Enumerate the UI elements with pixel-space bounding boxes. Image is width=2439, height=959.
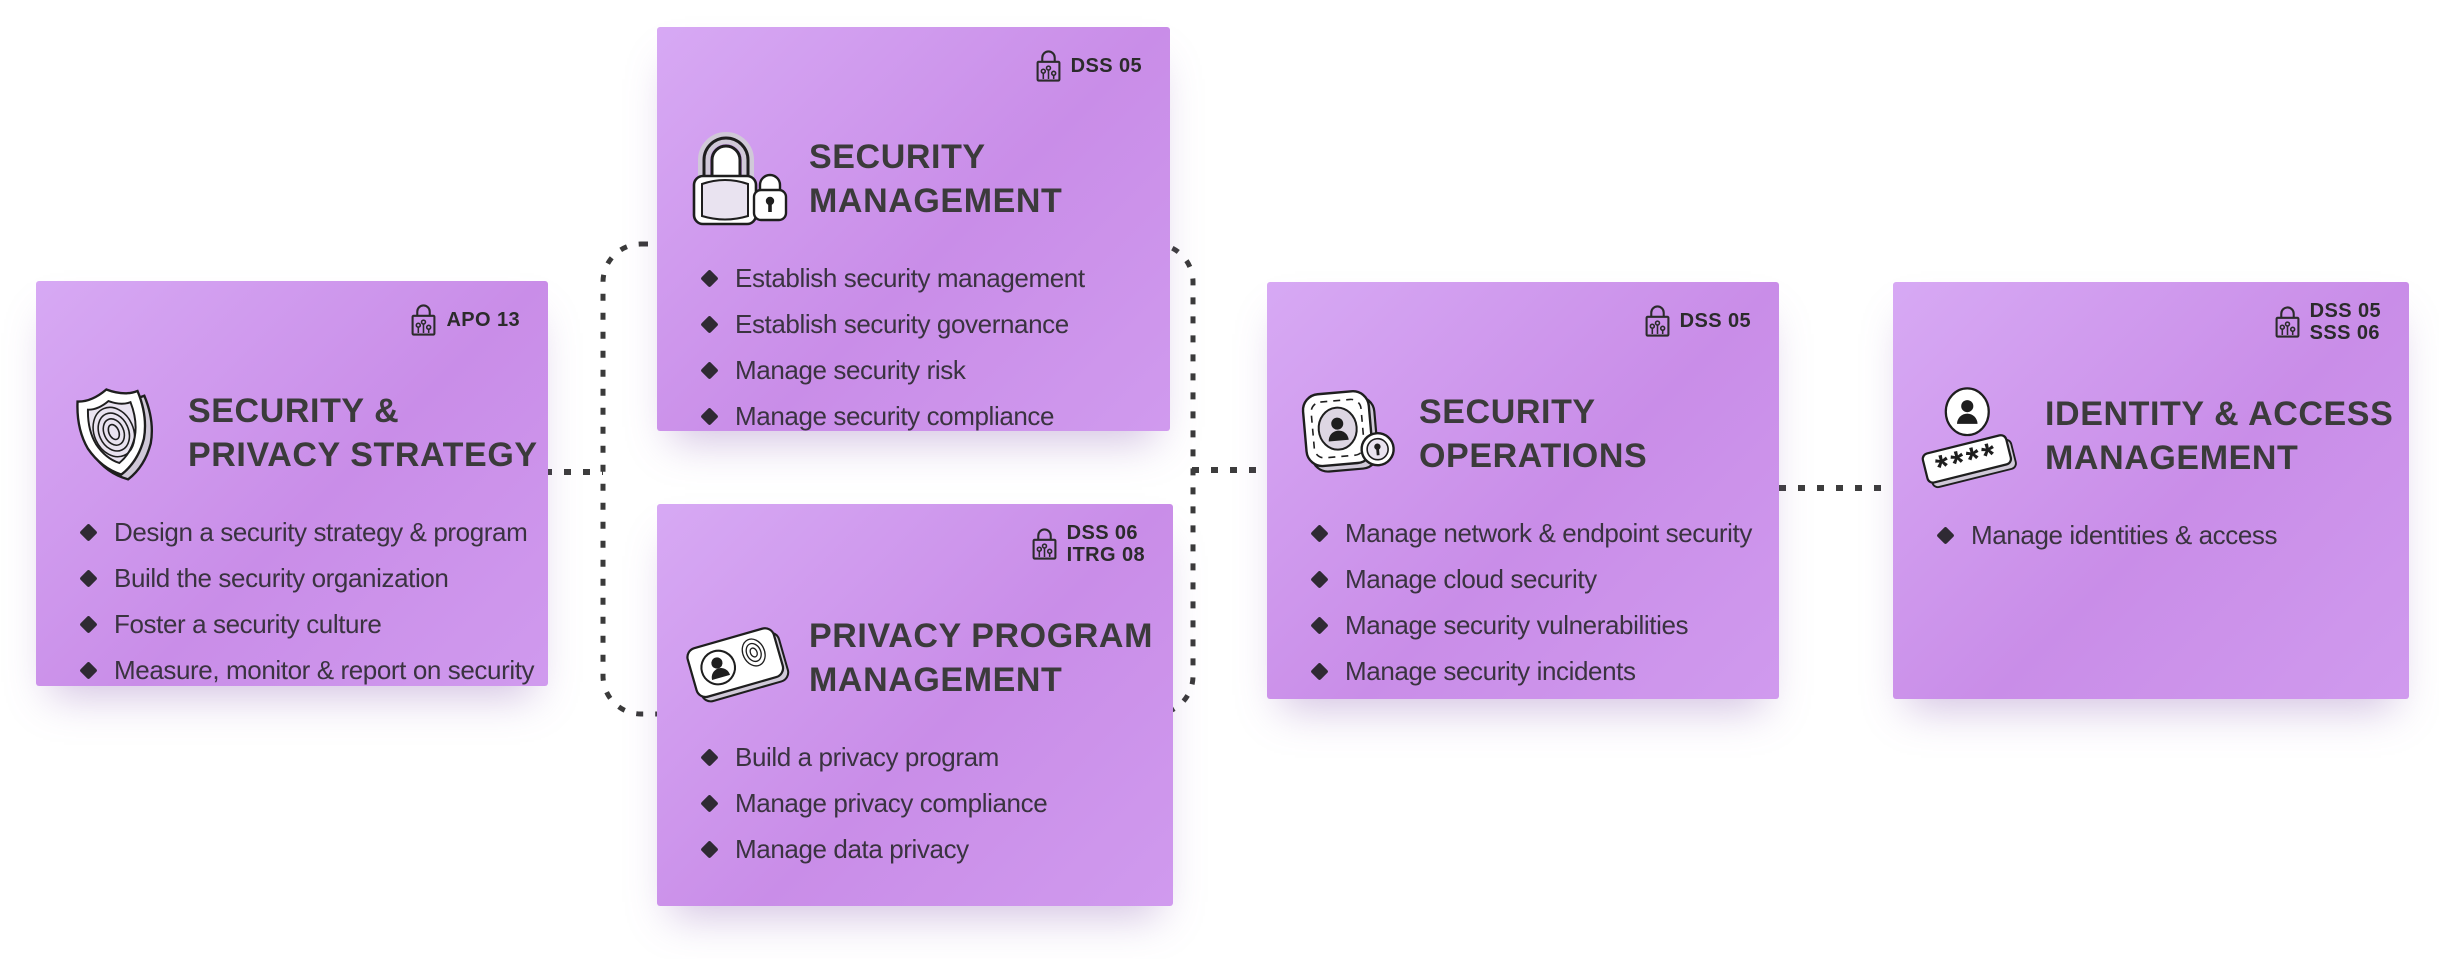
card-privacy-program-management: DSS 06 ITRG 08	[657, 504, 1173, 906]
framework-badge: DSS 05	[657, 45, 1142, 87]
bullet-item: Manage security vulnerabilities	[1310, 610, 1779, 641]
diamond-bullet-icon	[1310, 616, 1329, 635]
bullet-list: Manage identities & access	[1893, 520, 2409, 566]
bullet-item: Manage privacy compliance	[700, 788, 1173, 819]
bullet-item: Manage security compliance	[700, 401, 1170, 432]
diamond-bullet-icon	[700, 748, 719, 767]
lock-circuit-icon	[412, 304, 436, 336]
framework-badge: DSS 06 ITRG 08	[657, 522, 1145, 566]
badge-code: SSS 06	[2309, 322, 2380, 344]
badge-code: DSS 05	[1679, 310, 1751, 332]
badge-code: DSS 05	[2309, 300, 2381, 322]
card-security-operations: DSS 05	[1267, 282, 1779, 699]
user-password-icon: ****	[1915, 381, 2027, 491]
bullet-item: Manage network & endpoint security	[1310, 518, 1779, 549]
card-identity-access-management: DSS 05 SSS 06 **** IDENTITY & ACCES	[1893, 282, 2409, 699]
badge-code: APO 13	[446, 309, 520, 331]
diamond-bullet-icon	[1310, 570, 1329, 589]
diamond-bullet-icon	[700, 315, 719, 334]
padlocks-icon	[679, 124, 791, 234]
card-title: SECURITY OPERATIONS	[1419, 393, 1648, 475]
card-title: IDENTITY & ACCESS MANAGEMENT	[2045, 395, 2394, 477]
connector-strategy-to-group	[545, 469, 603, 475]
lock-circuit-icon	[1032, 528, 1057, 560]
bullet-list: Establish security management Establish …	[657, 263, 1170, 447]
bullet-list: Build a privacy program Manage privacy c…	[657, 742, 1173, 880]
diamond-bullet-icon	[700, 361, 719, 380]
badge-code: ITRG 08	[1066, 544, 1145, 566]
bullet-item: Build a privacy program	[700, 742, 1173, 773]
card-security-management: DSS 05 SECURITY MANAGEMENT	[657, 27, 1170, 431]
diamond-bullet-icon	[700, 794, 719, 813]
bullet-item: Manage security risk	[700, 355, 1170, 386]
bullet-item: Build the security organization	[79, 563, 548, 594]
bullet-item: Design a security strategy & program	[79, 517, 548, 548]
card-title: SECURITY MANAGEMENT	[809, 138, 1063, 220]
bullet-item: Manage data privacy	[700, 834, 1173, 865]
diamond-bullet-icon	[1310, 524, 1329, 543]
diamond-bullet-icon	[79, 569, 98, 588]
shield-fingerprint-icon	[58, 377, 170, 489]
framework-badge: DSS 05 SSS 06	[1893, 300, 2381, 344]
connector-group-to-operations	[1192, 467, 1268, 473]
card-title: SECURITY & PRIVACY STRATEGY	[188, 392, 538, 474]
bullet-item: Establish security management	[700, 263, 1170, 294]
framework-badge: DSS 05	[1267, 300, 1751, 342]
bullet-item: Manage cloud security	[1310, 564, 1779, 595]
diamond-bullet-icon	[1310, 662, 1329, 681]
card-security-privacy-strategy: APO 13	[36, 281, 548, 686]
bullet-list: Manage network & endpoint security Manag…	[1267, 518, 1779, 702]
id-card-fingerprint-icon	[679, 606, 791, 710]
diamond-bullet-icon	[700, 840, 719, 859]
bullet-item: Measure, monitor & report on security	[79, 655, 548, 686]
card-title: PRIVACY PROGRAM MANAGEMENT	[809, 617, 1154, 699]
diamond-bullet-icon	[79, 615, 98, 634]
svg-text:****: ****	[1932, 436, 2003, 487]
lock-circuit-icon	[1036, 50, 1061, 82]
badge-code: DSS 06	[1066, 522, 1138, 544]
user-badge-lock-icon	[1289, 382, 1401, 486]
bullet-item: Foster a security culture	[79, 609, 548, 640]
bullet-item: Manage security incidents	[1310, 656, 1779, 687]
diamond-bullet-icon	[700, 269, 719, 288]
diamond-bullet-icon	[79, 661, 98, 680]
connector-operations-to-identity	[1779, 485, 1893, 491]
diamond-bullet-icon	[79, 523, 98, 542]
diamond-bullet-icon	[1936, 526, 1955, 545]
bullet-list: Design a security strategy & program Bui…	[36, 517, 548, 701]
lock-circuit-icon	[2275, 306, 2300, 338]
badge-code: DSS 05	[1070, 55, 1142, 77]
bullet-item: Establish security governance	[700, 309, 1170, 340]
framework-badge: APO 13	[36, 299, 520, 341]
bullet-item: Manage identities & access	[1936, 520, 2409, 551]
lock-circuit-icon	[1645, 305, 1670, 337]
diamond-bullet-icon	[700, 407, 719, 426]
